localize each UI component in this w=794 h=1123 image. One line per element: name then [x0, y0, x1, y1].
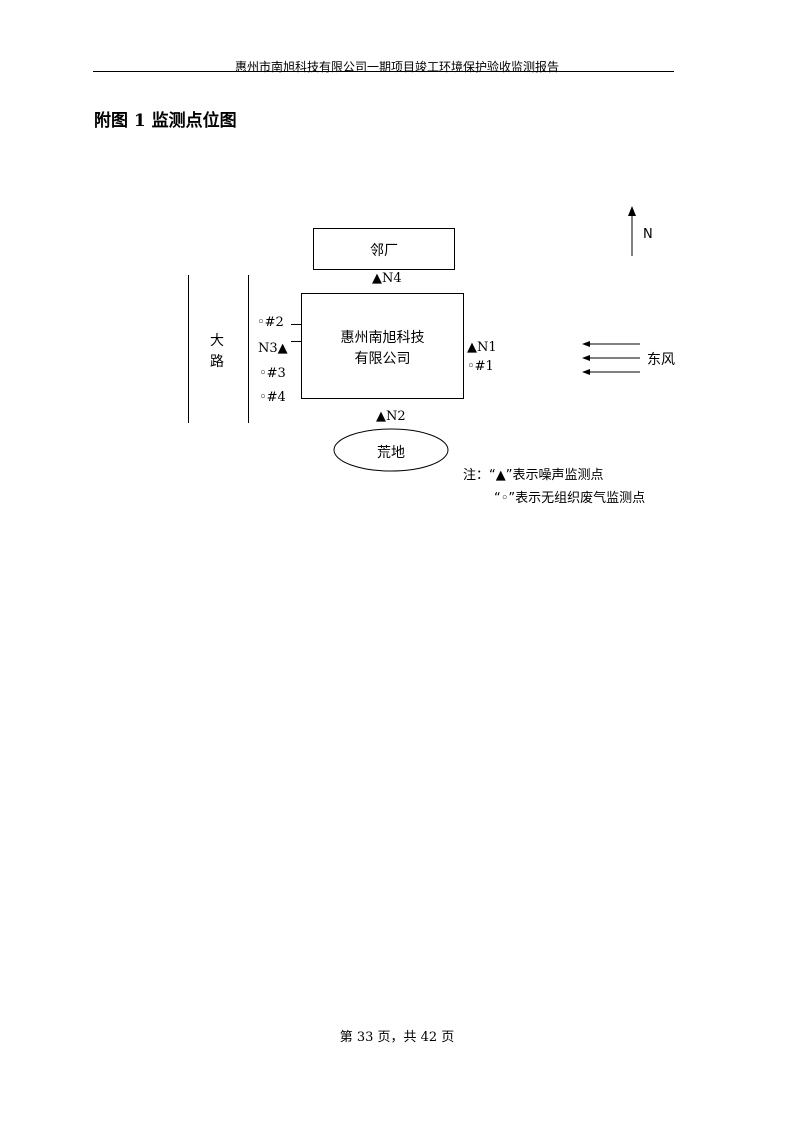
noise-point-n2: ▲N2 [376, 409, 406, 424]
road-line-right [248, 275, 249, 423]
gas-point-2-tick [291, 324, 301, 325]
wind-arrows-icon [582, 341, 640, 375]
page-number: 第 33 页，共 42 页 [339, 1030, 455, 1045]
gas-point-4: ◦#4 [259, 390, 286, 405]
neighbor-factory-box [313, 228, 455, 270]
header-rule [93, 71, 674, 72]
north-arrow-icon [628, 206, 636, 256]
noise-point-n4: ▲N4 [372, 271, 402, 286]
gas-point-2: ◦#2 [257, 315, 284, 330]
note-gas: “◦”表示无组织废气监测点 [494, 491, 646, 506]
north-label: N [643, 227, 653, 242]
company-box [301, 293, 464, 399]
road-label-char1: 大 [210, 333, 224, 349]
wind-label: 东风 [647, 352, 675, 368]
gas-point-3: ◦#3 [259, 366, 286, 381]
gas-point-1: ◦#1 [467, 359, 494, 374]
wasteland-ellipse [333, 428, 449, 472]
neighbor-factory-label: 邻厂 [370, 243, 398, 259]
noise-point-n3: N3▲ [258, 341, 288, 356]
company-name-line1: 惠州南旭科技 [340, 330, 425, 346]
road-line-left [188, 275, 189, 423]
noise-point-n1: ▲N1 [467, 340, 497, 355]
wasteland-label: 荒地 [377, 445, 405, 461]
road-label-char2: 路 [210, 354, 224, 370]
noise-point-n3-tick [291, 341, 301, 342]
report-header: 惠州市南旭科技有限公司一期项目竣工环境保护验收监测报告 [234, 60, 559, 74]
company-name-line2: 有限公司 [354, 351, 411, 367]
figure-title: 附图 1 监测点位图 [94, 111, 237, 131]
note-noise: 注：“▲”表示噪声监测点 [463, 468, 604, 483]
